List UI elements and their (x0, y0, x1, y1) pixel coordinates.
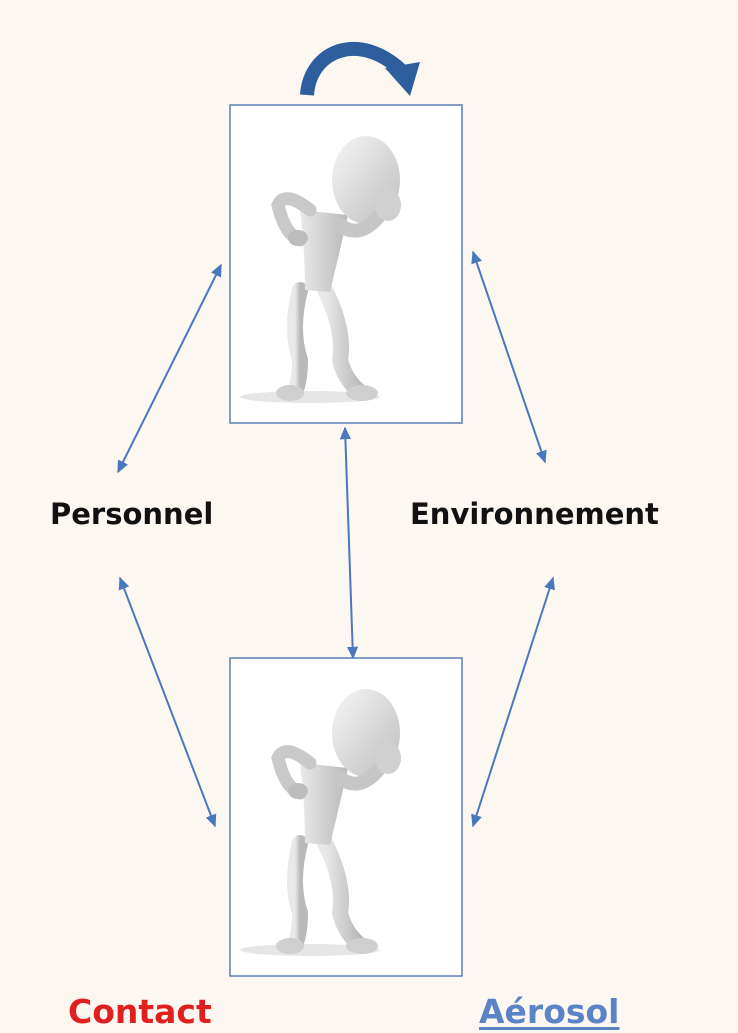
arrow-environnement-patient (471, 576, 555, 828)
infected-patient-box (229, 104, 463, 424)
self-transmission-loop-arrow (300, 41, 420, 96)
legend-aerosol: Aérosol (479, 992, 620, 1031)
arrow-patient-personnel (117, 263, 222, 474)
legend-contact: Contact (68, 992, 212, 1031)
arrow-personnel-patient (118, 576, 217, 828)
arrow-patient-environnement (471, 250, 547, 464)
node-environnement: Environnement (410, 497, 659, 531)
node-personnel: Personnel (50, 497, 214, 531)
exposed-patient-box (229, 657, 463, 977)
arrow-patient-patient (339, 426, 359, 660)
